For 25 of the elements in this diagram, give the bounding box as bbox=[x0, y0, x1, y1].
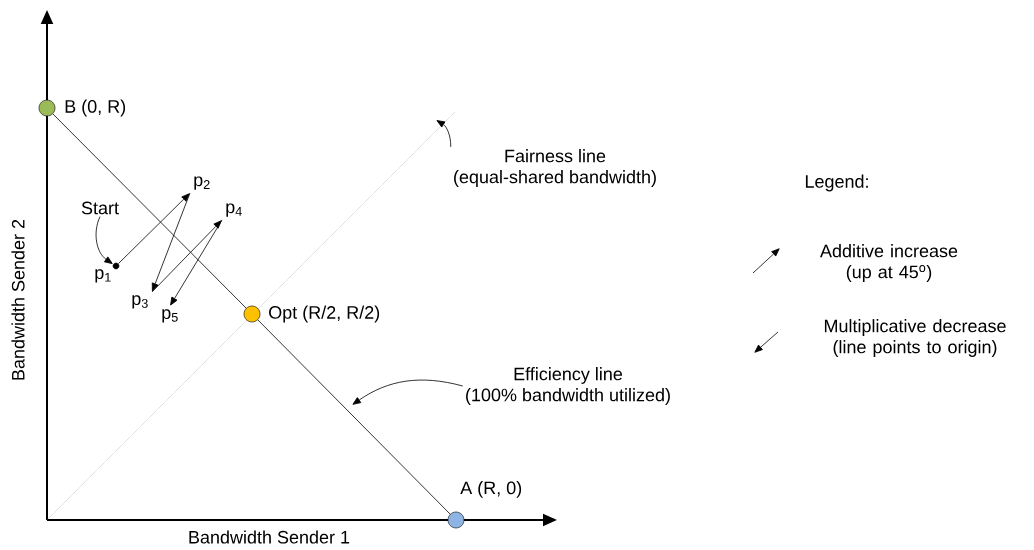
point-label: Opt (R/2, R/2) bbox=[269, 305, 380, 323]
axis-label: Bandwidth Sender 1 bbox=[189, 530, 350, 544]
line bbox=[52, 113, 247, 309]
legend-text: Multiplicative decrease (line points to origin) bbox=[824, 319, 1006, 357]
line bbox=[257, 319, 451, 515]
callout-text: Fairness line (equal-shared bandwidth) bbox=[454, 149, 656, 187]
leader-line bbox=[436, 120, 452, 148]
leader-line bbox=[352, 379, 464, 405]
point-label: p$_{4}$ bbox=[226, 203, 242, 217]
leader-line bbox=[95, 216, 113, 264]
point-label: p$_{5}$ bbox=[162, 309, 178, 323]
arrow bbox=[117, 193, 190, 265]
legend-text: Additive increase (up at 45$^{o}$) bbox=[820, 244, 958, 282]
point-label: p$_{2}$ bbox=[194, 176, 210, 190]
point-label: B (0, R) bbox=[65, 99, 126, 117]
point-label: A (R, 0) bbox=[460, 481, 522, 498]
legend-title: Legend: bbox=[805, 174, 868, 192]
point-label: p$_{3}$ bbox=[132, 295, 148, 309]
arrow bbox=[151, 220, 222, 293]
callout-text: Efficiency line (100% bandwidth utilized) bbox=[466, 367, 670, 405]
axis-label: Bandwidth Sender 2 bbox=[11, 219, 25, 380]
callout-text: Start bbox=[81, 201, 119, 215]
arrow bbox=[151, 192, 191, 292]
arrow bbox=[170, 219, 223, 306]
point-label: p$_{1}$ bbox=[95, 269, 111, 283]
